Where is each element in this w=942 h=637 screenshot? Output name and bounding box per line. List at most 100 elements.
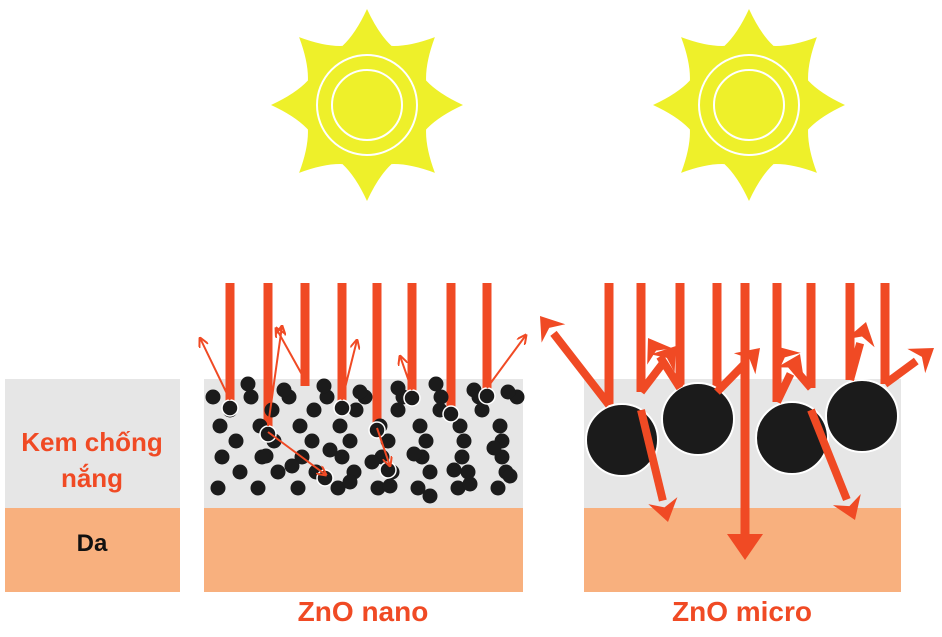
micro-reflection-arrow	[714, 360, 748, 395]
nano-particle-hit	[259, 425, 277, 443]
sun-left-icon-ring-inner	[331, 69, 403, 141]
nano-reflection-arrow	[400, 356, 413, 391]
nano-particle	[212, 418, 228, 434]
nano-particle	[486, 440, 502, 456]
particles	[205, 376, 899, 504]
nano-particle	[240, 376, 256, 392]
micro-reflection-arrow	[882, 357, 919, 388]
micro-particle	[661, 382, 735, 456]
nano-particle	[422, 464, 438, 480]
nano-particle	[502, 468, 518, 484]
nano-particle	[290, 480, 306, 496]
nano-particle	[492, 418, 508, 434]
nano-particle	[380, 433, 396, 449]
nano-reflection-arrow	[267, 431, 326, 475]
micro-reflection-arrow-head	[648, 497, 678, 522]
micro-reflection-arrow-head	[845, 322, 875, 348]
nano-particle	[270, 464, 286, 480]
nano-particle-hit	[379, 461, 397, 479]
nano-particle	[454, 449, 470, 465]
nano-particle	[412, 418, 428, 434]
nano-particle	[250, 480, 266, 496]
nano-particle	[342, 433, 358, 449]
nano-particle	[500, 384, 516, 400]
nano-particle-hit	[316, 469, 334, 487]
nano-particle	[210, 480, 226, 496]
micro-reflection-arrow	[637, 409, 667, 502]
micro-reflection-arrow	[786, 360, 815, 391]
nano-reflection-arrow	[341, 340, 357, 401]
micro-reflection-arrow	[807, 408, 851, 502]
nano-particle	[342, 474, 358, 490]
legend-skin-layer	[5, 508, 180, 592]
nano-particle	[466, 382, 482, 398]
suns	[271, 9, 845, 201]
nano-particle	[370, 480, 386, 496]
nano-particle	[228, 433, 244, 449]
micro-reflection-arrow	[846, 342, 865, 382]
nano-particle-hit	[403, 389, 421, 407]
nano-particle	[243, 389, 259, 405]
nano-reflection-arrow	[486, 335, 526, 389]
micro-reflection-arrow	[637, 361, 666, 395]
nano-reflection-arrow	[267, 326, 282, 427]
nano-particle	[332, 418, 348, 434]
nano-particle	[334, 449, 350, 465]
nano-particle	[433, 389, 449, 405]
sun-left-icon-ring-outer	[316, 54, 418, 156]
nano-particle-hit	[333, 399, 351, 417]
sun-right-icon-ring-outer	[698, 54, 800, 156]
nano-particle	[306, 402, 322, 418]
nano-particle	[428, 376, 444, 392]
nano-particle	[276, 382, 292, 398]
micro-particle	[755, 401, 829, 475]
sun-right-icon	[653, 9, 845, 201]
micro-reflection-arrow	[656, 354, 684, 391]
micro-reflection-arrow-head	[832, 494, 861, 520]
nano-particle-hit	[221, 399, 239, 417]
nano-particle	[460, 464, 476, 480]
nano-particle	[205, 389, 221, 405]
nano-particle	[450, 480, 466, 496]
micro-ray-penetrating-arrowhead	[727, 534, 763, 560]
sun-left-icon	[271, 9, 463, 201]
legend-cream-layer	[5, 379, 180, 508]
nano-particle	[316, 378, 332, 394]
cream-label: Kem chống nắng	[21, 427, 163, 493]
nano-particle	[422, 488, 438, 504]
nano-particle	[462, 476, 478, 492]
nano-reflection-arrow	[276, 328, 306, 381]
nano-particle-hit	[478, 387, 496, 405]
nano-particle	[456, 433, 472, 449]
nano-particle	[304, 433, 320, 449]
nano-particle	[418, 433, 434, 449]
nano-particle	[406, 446, 422, 462]
nano-particle	[322, 442, 338, 458]
nano-reflection-arrow	[376, 427, 390, 466]
sun-right-icon-ring-inner	[713, 69, 785, 141]
reflection-arrows	[200, 316, 934, 522]
nano-particle	[490, 480, 506, 496]
nano-particle-hit	[442, 405, 460, 423]
rays	[225, 283, 890, 560]
micro-reflection-arrow-head	[733, 348, 760, 375]
nano-particle	[452, 418, 468, 434]
micro-reflection-arrow	[550, 330, 613, 408]
nano-particle	[390, 402, 406, 418]
nano-particle	[390, 380, 406, 396]
micro-reflection-arrow-head	[907, 348, 934, 374]
nano-label: ZnO nano	[297, 596, 429, 627]
nano-particle	[352, 384, 368, 400]
skin-label: Da	[76, 530, 108, 557]
nano-particle	[410, 480, 426, 496]
micro-reflection-arrow-head	[650, 346, 676, 373]
nano-particle	[446, 462, 462, 478]
micro-reflection-arrow	[773, 372, 795, 404]
nano-particle	[364, 454, 380, 470]
micro-label: ZnO micro	[671, 596, 812, 627]
nano-particle	[284, 458, 300, 474]
nano-particle	[474, 402, 490, 418]
nano-reflection-arrow	[200, 338, 231, 401]
